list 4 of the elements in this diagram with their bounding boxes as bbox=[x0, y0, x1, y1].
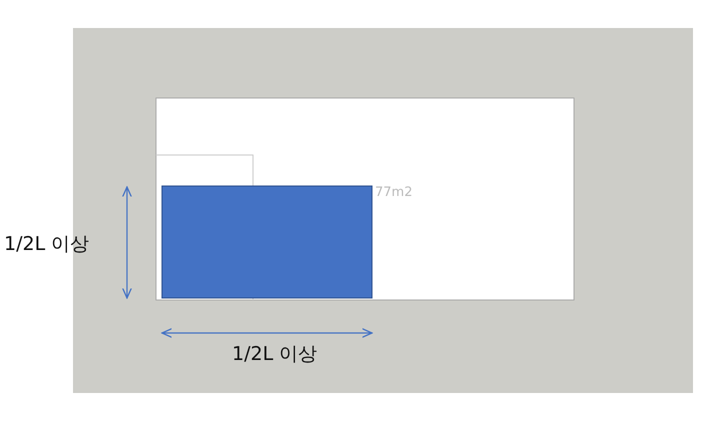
building-footprint bbox=[162, 186, 372, 298]
dimension-label: 1/2L 이상 bbox=[4, 232, 90, 257]
area-label: 77m2 bbox=[375, 185, 412, 200]
dimension-label: 1/2L 이상 bbox=[232, 342, 318, 367]
